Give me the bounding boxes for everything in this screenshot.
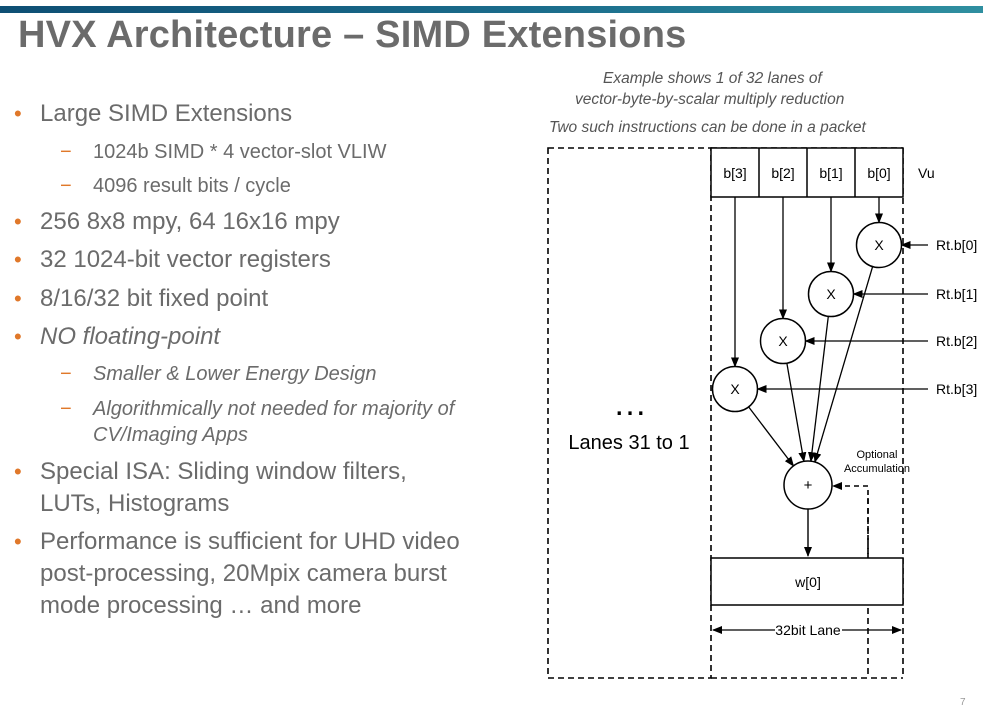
accumulation-arrowhead <box>832 482 842 490</box>
bullet-text: 32 1024-bit vector registers <box>40 246 331 273</box>
sub-bullet-dash-icon: − <box>60 141 72 163</box>
title-accent-bar <box>0 6 983 13</box>
diagram-caption-line-3: Two such instructions can be done in a p… <box>549 119 866 136</box>
vu-cell-label: b[1] <box>819 165 842 181</box>
multiplier-symbol: X <box>826 286 836 302</box>
bullet-dot-icon: • <box>14 209 22 234</box>
accumulation-feedback-path <box>834 485 869 558</box>
sub-bullet-text: Algorithmically not needed for majority … <box>93 398 455 420</box>
sub-bullet-dash-icon: − <box>60 175 72 197</box>
output-label: w[0] <box>794 574 821 590</box>
bullet-text: 256 8x8 mpy, 64 16x16 mpy <box>40 208 340 235</box>
product-to-adder-arrow <box>748 406 795 467</box>
bullet-dot-icon: • <box>14 529 22 554</box>
ellipsis-text: … <box>613 385 647 423</box>
lane-width-label: 32bit Lane <box>775 622 841 638</box>
sub-bullet-dash-icon: − <box>60 363 72 385</box>
sub-bullet-text: Smaller & Lower Energy Design <box>93 363 377 385</box>
product-to-adder-arrow <box>786 363 807 463</box>
bullet-dot-icon: • <box>14 101 22 126</box>
product-to-adder-arrow <box>807 316 829 463</box>
bullet-text: mode processing … and more <box>40 592 362 619</box>
multiplier-symbol: X <box>778 333 788 349</box>
bullet-text: Performance is sufficient for UHD video <box>40 528 460 555</box>
bullet-dot-icon: • <box>14 286 22 311</box>
bullet-text: post-processing, 20Mpix camera burst <box>40 560 447 587</box>
bullet-dot-icon: • <box>14 247 22 272</box>
optional-label: Optional <box>857 449 898 461</box>
scalar-input-label: Rt.b[1] <box>936 286 977 302</box>
adder-symbol: + <box>804 477 813 494</box>
bullet-text: NO floating-point <box>40 323 221 350</box>
sub-bullet-text: CV/Imaging Apps <box>93 424 248 446</box>
accumulation-label: Accumulation <box>844 463 910 475</box>
sub-bullet-text: 1024b SIMD * 4 vector-slot VLIW <box>93 141 387 163</box>
bullet-text: Special ISA: Sliding window filters, <box>40 458 407 485</box>
vu-cell-label: b[3] <box>723 165 746 181</box>
bullet-text: Large SIMD Extensions <box>40 100 293 127</box>
diagram-caption-line-1: Example shows 1 of 32 lanes of <box>603 70 822 87</box>
vu-cell-label: b[2] <box>771 165 794 181</box>
multiplier-symbol: X <box>730 381 740 397</box>
page-number: 7 <box>960 697 966 708</box>
bullet-text: 8/16/32 bit fixed point <box>40 285 269 312</box>
bullet-text: LUTs, Histograms <box>40 490 230 517</box>
scalar-input-label: Rt.b[0] <box>936 237 977 253</box>
slide-title: HVX Architecture – SIMD Extensions <box>18 14 687 56</box>
product-to-adder-arrow <box>813 266 874 463</box>
vu-cell-label: b[0] <box>867 165 890 181</box>
scalar-input-label: Rt.b[3] <box>936 381 977 397</box>
bullet-dot-icon: • <box>14 324 22 349</box>
diagram-caption-line-2: vector-byte-by-scalar multiply reduction <box>575 91 845 108</box>
output-register <box>710 557 904 606</box>
lanes-label: Lanes 31 to 1 <box>568 432 689 454</box>
bullet-dot-icon: • <box>14 459 22 484</box>
bullet-list: •Large SIMD Extensions−1024b SIMD * 4 ve… <box>14 100 460 619</box>
multiplier-symbol: X <box>874 237 884 253</box>
sub-bullet-text: 4096 result bits / cycle <box>93 175 291 197</box>
vu-label: Vu <box>918 165 935 181</box>
sub-bullet-dash-icon: − <box>60 398 72 420</box>
scalar-input-label: Rt.b[2] <box>936 333 977 349</box>
